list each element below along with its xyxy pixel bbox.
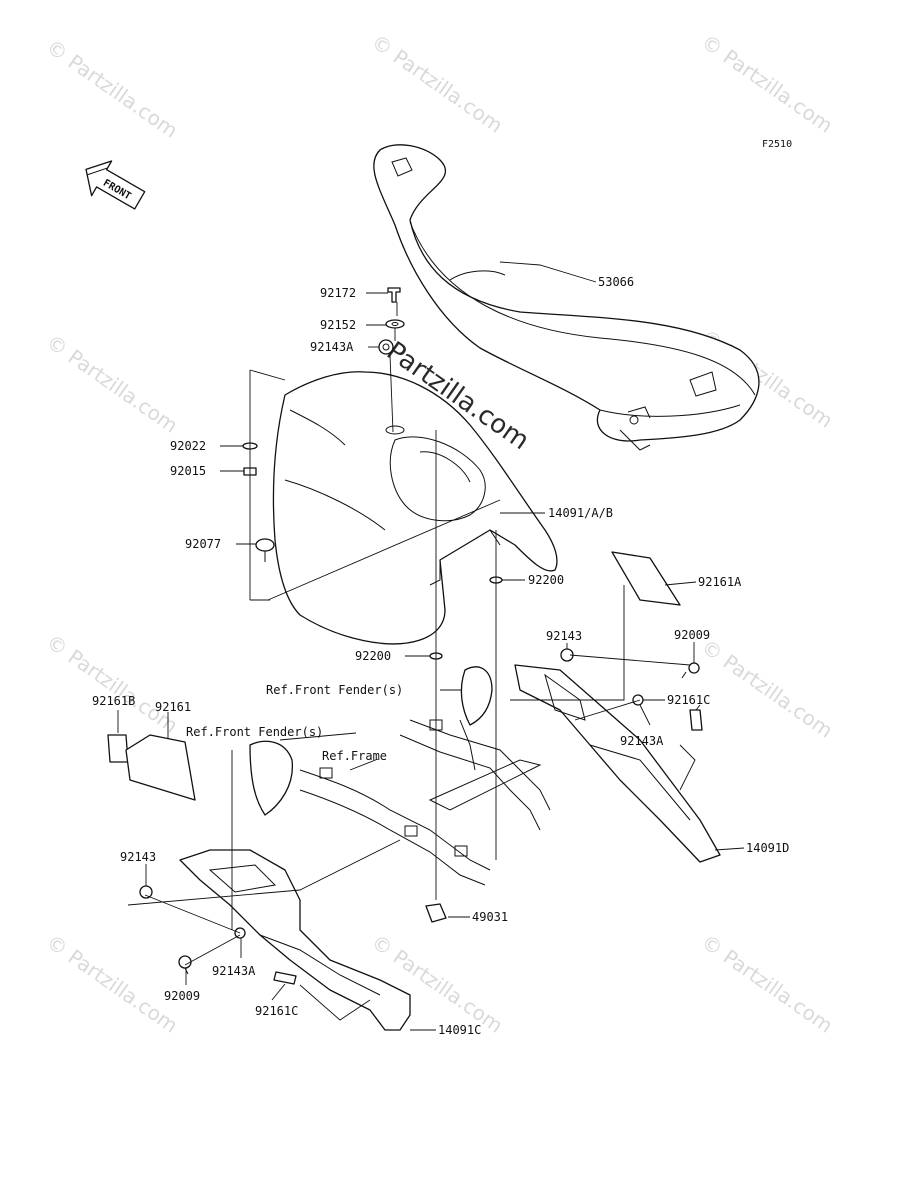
washer-icon [632, 694, 644, 706]
tank-cover-part [272, 371, 558, 645]
grommet-icon [378, 339, 394, 355]
label-92161C: 92161C [667, 693, 710, 707]
label-92143A: 92143A [620, 734, 664, 748]
washer-icon [385, 319, 405, 329]
clip-icon [255, 538, 275, 562]
label-14091C: 14091C [438, 1023, 481, 1037]
seat-part [373, 144, 760, 451]
label-92077: 92077 [185, 537, 221, 551]
label-92161B: 92161B [92, 694, 135, 708]
label-92161: 92161 [155, 700, 191, 714]
watermark: © Partzilla.com [42, 329, 182, 437]
label-49031: 49031 [472, 910, 508, 924]
watermark: © Partzilla.com [42, 34, 182, 142]
label-92172: 92172 [320, 286, 356, 300]
clip-icon [425, 903, 447, 923]
label-ref-frame: Ref.Frame [322, 749, 387, 763]
assembly-lines [127, 302, 696, 1021]
label-92200: 92200 [528, 573, 564, 587]
label-14091D: 14091D [746, 841, 789, 855]
pad-part [125, 734, 196, 801]
frame-ref [299, 719, 551, 886]
label-92022: 92022 [170, 439, 206, 453]
watermark: © Partzilla.com [697, 29, 837, 137]
pad-part [611, 551, 681, 606]
label-92200: 92200 [355, 649, 391, 663]
label-92143: 92143 [546, 629, 582, 643]
pad-part [273, 971, 297, 985]
label-92161A: 92161A [698, 575, 742, 589]
label-92015: 92015 [170, 464, 206, 478]
label-53066: 53066 [598, 275, 634, 289]
front-fender-ref-right [460, 666, 493, 726]
right-side-cover-part [514, 664, 721, 863]
watermark: © Partzilla.com [367, 29, 507, 137]
grommet-icon [139, 885, 153, 899]
label-92143A: 92143A [310, 340, 354, 354]
label-92143A: 92143A [212, 964, 256, 978]
watermark: © Partzilla.com [42, 629, 182, 737]
label-14091-a-b: 14091/A/B [548, 506, 613, 520]
watermark: © Partzilla.com [697, 634, 837, 742]
bolt-icon [387, 287, 401, 303]
label-ref-front-fender: Ref.Front Fender(s) [266, 683, 403, 697]
part-labels: 53066 92172 92152 92143A 92022 92015 140… [92, 275, 789, 1037]
front-fender-ref-left [249, 740, 294, 816]
leader-lines [117, 261, 745, 1031]
label-92009: 92009 [164, 989, 200, 1003]
label-92009: 92009 [674, 628, 710, 642]
label-92152: 92152 [320, 318, 356, 332]
pad-part [689, 709, 703, 731]
front-arrow-icon: FRONT [85, 160, 146, 210]
diagram-code: F2510 [762, 139, 792, 150]
watermark: © Partzilla.com [42, 929, 182, 1037]
watermark: © Partzilla.com [697, 929, 837, 1037]
pad-part [107, 734, 129, 763]
label-ref-front-fender: Ref.Front Fender(s) [186, 725, 323, 739]
label-92161C: 92161C [255, 1004, 298, 1018]
screw-icon [681, 662, 700, 679]
label-92143: 92143 [120, 850, 156, 864]
